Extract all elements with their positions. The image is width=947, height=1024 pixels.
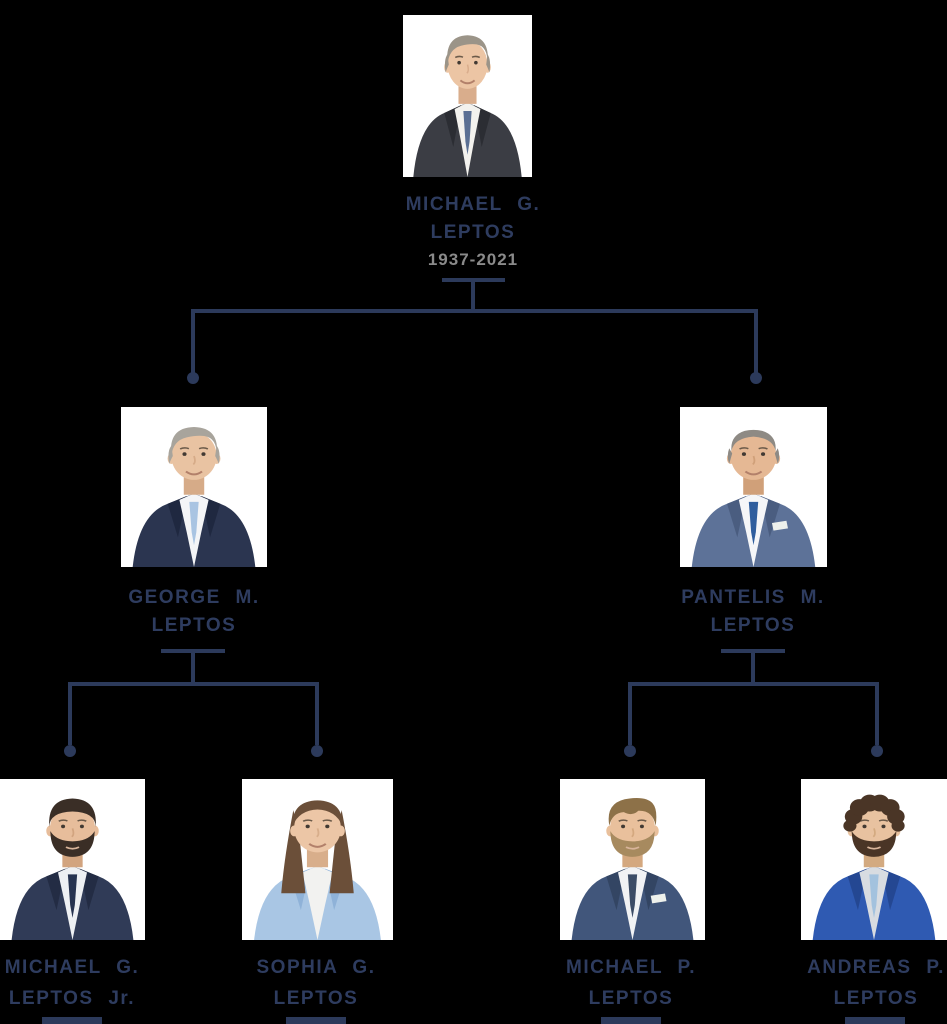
connector-endpoint-dot: [624, 745, 636, 757]
connector-endpoint-dot: [311, 745, 323, 757]
connector-to-pantelis: [754, 309, 758, 373]
connector-george-children-horizontal: [68, 682, 319, 686]
name-line: GEORGE M.: [128, 587, 260, 608]
name-line: PANTELIS M.: [681, 587, 825, 608]
connector-stub-bar: [42, 1017, 102, 1024]
connector-endpoint-dot: [750, 372, 762, 384]
person-name-sophia-g-leptos: SOPHIA G. LEPTOS: [186, 952, 446, 1014]
person-name-michael-p-leptos: MICHAEL P. LEPTOS: [501, 952, 761, 1014]
portrait-michael-p-leptos: [560, 779, 705, 940]
name-line: MICHAEL G.: [405, 194, 541, 215]
connector-generation1-horizontal: [191, 309, 758, 313]
person-name-michael-g-leptos-jr: MICHAEL G. LEPTOS Jr.: [0, 952, 202, 1014]
connector-to-andreas: [875, 682, 879, 745]
person-name-george-m-leptos: GEORGE M. LEPTOS: [64, 584, 324, 640]
name-line: MICHAEL P.: [566, 957, 696, 978]
name-line: MICHAEL G.: [4, 957, 140, 978]
portrait-sophia-g-leptos: [242, 779, 393, 940]
connector-to-george: [191, 309, 195, 373]
name-line: LEPTOS: [588, 988, 674, 1009]
connector-to-sophia: [315, 682, 319, 745]
name-line: LEPTOS: [710, 615, 796, 636]
connector-stub-bar: [286, 1017, 346, 1024]
name-line: LEPTOS: [430, 222, 516, 243]
connector-to-michael-p: [628, 682, 632, 745]
connector-to-michael-jr: [68, 682, 72, 745]
connector-endpoint-dot: [64, 745, 76, 757]
portrait-george-m-leptos: [121, 407, 267, 567]
connector-stub-bar: [601, 1017, 661, 1024]
person-name-pantelis-m-leptos: PANTELIS M. LEPTOS: [623, 584, 883, 640]
portrait-pantelis-m-leptos: [680, 407, 827, 567]
portrait-michael-g-leptos: [403, 15, 532, 177]
connector-endpoint-dot: [871, 745, 883, 757]
portrait-michael-g-leptos-jr: [0, 779, 145, 940]
person-name-michael-g-leptos: MICHAEL G. LEPTOS 1937-2021: [343, 191, 603, 273]
name-line: LEPTOS: [273, 988, 359, 1009]
connector-pantelis-children-horizontal: [628, 682, 879, 686]
name-line: LEPTOS: [151, 615, 237, 636]
name-line: LEPTOS Jr.: [8, 988, 136, 1009]
connector-endpoint-dot: [187, 372, 199, 384]
life-dates: 1937-2021: [427, 250, 519, 269]
name-line: LEPTOS: [833, 988, 919, 1009]
person-name-andreas-p-leptos: ANDREAS P. LEPTOS: [746, 952, 947, 1014]
name-line: SOPHIA G.: [256, 957, 376, 978]
connector-pantelis-stem: [751, 649, 755, 685]
connector-root-stem: [471, 278, 475, 313]
connector-george-stem: [191, 649, 195, 685]
portrait-andreas-p-leptos: [801, 779, 947, 940]
name-line: ANDREAS P.: [807, 957, 945, 978]
connector-stub-bar: [845, 1017, 905, 1024]
